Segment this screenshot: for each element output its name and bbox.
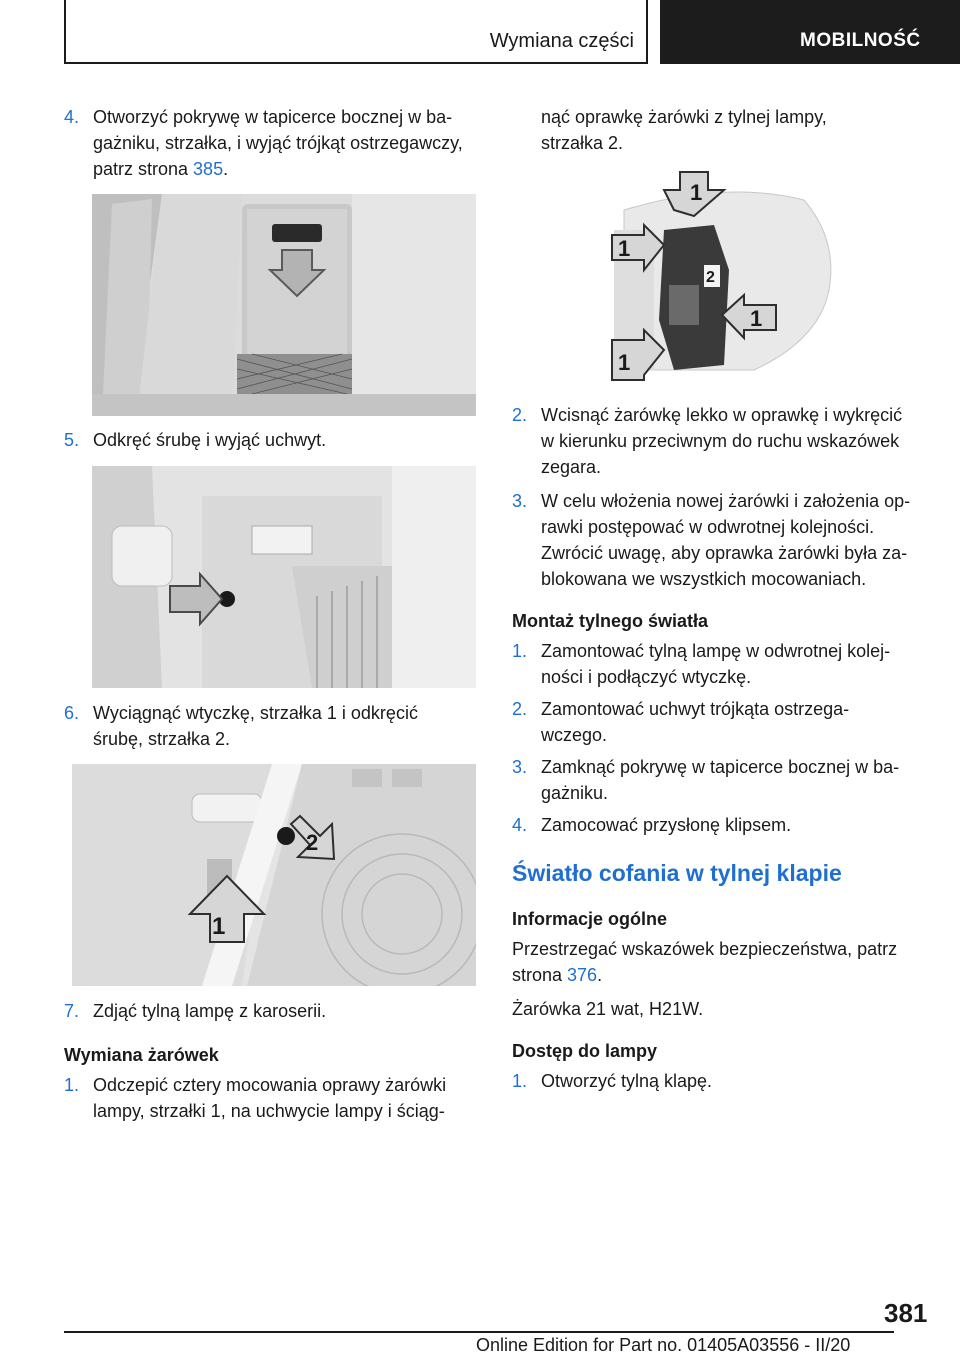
figure-label-2: 2: [706, 269, 715, 286]
bulb-step-1: 1. Odczepić cztery mocowania oprawy żaró…: [64, 1072, 484, 1124]
figure-label-1: 1: [690, 180, 702, 205]
mount-step-4: 4. Zamocować przysłonę klipsem.: [512, 812, 932, 838]
general-info-text: Przestrzegać wskazówek bezpieczeństwa, p…: [512, 936, 932, 988]
page-link-376[interactable]: 376: [567, 965, 598, 985]
figure-label-1: 1: [618, 350, 630, 375]
header-rule-bottom: [64, 62, 648, 64]
header-rule-divider: [646, 0, 648, 64]
paragraph-line: Przestrzegać wskazówek bezpieczeństwa, p…: [512, 939, 898, 959]
step-text: Otworzyć tylną klapę.: [541, 1071, 713, 1091]
step-number: 5.: [64, 430, 80, 450]
step-text: Zamocować przysłonę klipsem.: [541, 815, 792, 835]
step-text: .: [223, 159, 229, 179]
step-3: 3. W celu włożenia nowej żarówki i założ…: [512, 488, 932, 592]
step-number: 3.: [512, 757, 528, 777]
figure-trunk-cover: [92, 194, 476, 416]
bulb-spec: Żarówka 21 wat, H21W.: [512, 999, 704, 1019]
step-5-block: 5. Odkręć śrubę i wyjąć uchwyt.: [64, 427, 484, 453]
step-5: 5. Odkręć śrubę i wyjąć uchwyt.: [64, 427, 484, 453]
step-2: 2. Wcisnąć żarówkę lekko w oprawkę i wyk…: [512, 402, 932, 480]
step-text: Zwrócić uwagę, aby oprawka żarówki była …: [541, 543, 908, 563]
step-text: Zdjąć tylną lampę z karoserii.: [93, 1001, 327, 1021]
mount-step-2: 2. Zamontować uchwyt trójkąta ostrzega‐ …: [512, 696, 932, 748]
figure-holder-screw: [92, 466, 476, 688]
figure-label-1: 1: [618, 236, 630, 261]
step-7-block: 7. Zdjąć tylną lampę z karoserii. Wymian…: [64, 998, 484, 1124]
step-text: Odczepić cztery mocowania oprawy żarówki: [93, 1075, 447, 1095]
subheading-access: Dostęp do lampy: [512, 1041, 658, 1061]
step-text: Zamontować uchwyt trójkąta ostrzega‐: [541, 699, 850, 719]
step-text: Wcisnąć żarówkę lekko w oprawkę i wykręc…: [541, 405, 903, 425]
step-text: blokowana we wszystkich mocowaniach.: [541, 569, 867, 589]
footer-rule: [64, 1331, 894, 1333]
header-rule-left: [64, 0, 66, 64]
plug-screw-illustration: 2 1: [72, 764, 476, 986]
figure-label-1: 1: [750, 306, 762, 331]
access-step-1: 1. Otworzyć tylną klapę.: [512, 1068, 932, 1094]
right-column-top: nąć oprawkę żarówki z tylnej lampy, strz…: [512, 104, 932, 156]
paragraph-line: strona: [512, 965, 568, 985]
step-number: 7.: [64, 1001, 80, 1021]
mount-step-1: 1. Zamontować tylną lampę w odwrotnej ko…: [512, 638, 932, 690]
heading-reverse-light: Światło cofania w tylnej klapie: [512, 860, 842, 886]
step-number: 1.: [512, 1071, 528, 1091]
subheading-bulb-replacement: Wymiana żarówek: [64, 1045, 219, 1065]
subheading-general-info: Informacje ogólne: [512, 909, 668, 929]
step-number: 3.: [512, 491, 528, 511]
edition-note: Online Edition for Part no. 01405A03556 …: [476, 1335, 851, 1355]
step-number: 2.: [512, 405, 528, 425]
step-text: zegara.: [541, 457, 602, 477]
figure-label-1: 1: [212, 913, 225, 940]
paragraph-line: .: [597, 965, 603, 985]
step-number: 4.: [512, 815, 528, 835]
step-7: 7. Zdjąć tylną lampę z karoserii.: [64, 998, 484, 1024]
step-text: W celu włożenia nowej żarówki i założeni…: [541, 491, 911, 511]
section-title: Wymiana części: [489, 30, 634, 52]
step-text: Zamknąć pokrywę w tapicerce bocznej w ba…: [541, 757, 900, 777]
step-text: w kierunku przeciwnym do ruchu wskazówek: [541, 431, 900, 451]
figure-label-2: 2: [306, 830, 318, 855]
step-text: wczego.: [541, 725, 608, 745]
step-text: Odkręć śrubę i wyjąć uchwyt.: [93, 430, 327, 450]
step-text-continued: nąć oprawkę żarówki z tylnej lampy,: [541, 107, 827, 127]
holder-screw-illustration: [92, 466, 476, 688]
step-text: lampy, strzałki 1, na uchwycie lampy i ś…: [93, 1101, 445, 1121]
chapter-tab: MOBILNOŚĆ: [660, 0, 960, 64]
step-text: śrubę, strzałka 2.: [93, 729, 231, 749]
step-number: 4.: [64, 107, 80, 127]
left-column: 4. Otworzyć pokrywę w tapicerce bocznej …: [64, 104, 484, 182]
step-text: gażniku, strzałka, i wyjąć trójkąt ostrz…: [93, 133, 463, 153]
mount-step-3: 3. Zamknąć pokrywę w tapicerce bocznej w…: [512, 754, 932, 806]
step-text: gażniku.: [541, 783, 609, 803]
step-4: 4. Otworzyć pokrywę w tapicerce bocznej …: [64, 104, 484, 182]
figure-plug-screw: 2 1: [72, 764, 476, 986]
subheading-mounting: Montaż tylnego światła: [512, 611, 709, 631]
step-text: Otworzyć pokrywę w tapicerce bocznej w b…: [93, 107, 453, 127]
step-text-continued: strzałka 2.: [541, 133, 624, 153]
step-text: patrz strona: [93, 159, 194, 179]
step-number: 1.: [512, 641, 528, 661]
right-column-steps: 2. Wcisnąć żarówkę lekko w oprawkę i wyk…: [512, 402, 932, 1094]
page-link-385[interactable]: 385: [193, 159, 224, 179]
step-text: ności i podłączyć wtyczkę.: [541, 667, 752, 687]
step-6-block: 6. Wyciągnąć wtyczkę, strzałka 1 i odkrę…: [64, 700, 484, 752]
page-number: 381: [884, 1298, 928, 1328]
chapter-title: MOBILNOŚĆ: [800, 30, 921, 51]
trunk-cover-illustration: [92, 194, 476, 416]
step-text: Wyciągnąć wtyczkę, strzałka 1 i odkręcić: [93, 703, 418, 723]
step-number: 6.: [64, 703, 80, 723]
step-number: 1.: [64, 1075, 80, 1095]
figure-lamp-holder: 2 1 1 1 1: [604, 170, 838, 392]
step-6: 6. Wyciągnąć wtyczkę, strzałka 1 i odkrę…: [64, 700, 484, 752]
step-number: 2.: [512, 699, 528, 719]
step-text: Zamontować tylną lampę w odwrotnej kolej…: [541, 641, 891, 661]
step-text: rawki postępować w odwrotnej kolejności.: [541, 517, 875, 537]
lamp-holder-illustration: 2 1 1 1 1: [604, 170, 838, 392]
